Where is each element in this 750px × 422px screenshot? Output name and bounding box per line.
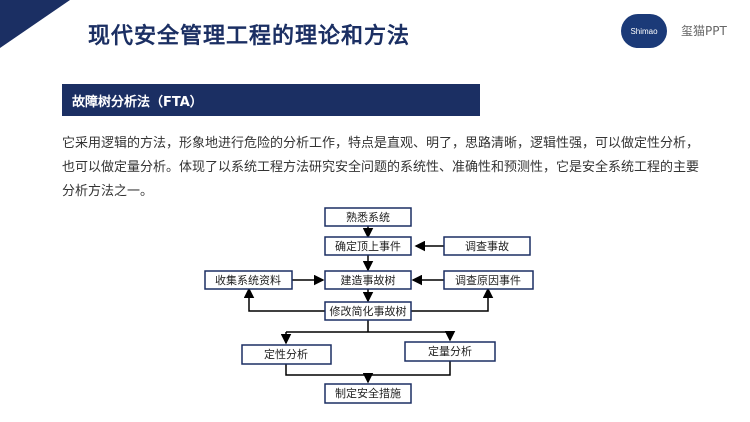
node-investigate-cause: 调查原因事件 [443, 270, 534, 290]
node-collect-data-label: 收集系统资料 [215, 273, 281, 287]
node-top-event-label: 确定顶上事件 [335, 239, 401, 253]
node-quantitative: 定量分析 [404, 341, 496, 362]
node-measures-label: 制定安全措施 [335, 386, 401, 400]
node-simplify: 修改简化事故树 [324, 301, 412, 321]
node-build-tree: 建造事故树 [324, 270, 412, 290]
node-qualitative: 定性分析 [241, 344, 332, 365]
section-header: 故障树分析法（FTA） [62, 84, 480, 116]
section-title: 故障树分析法（FTA） [72, 94, 203, 110]
node-collect-data: 收集系统资料 [204, 270, 293, 290]
node-qualitative-label: 定性分析 [264, 347, 308, 361]
node-familiarize-label: 熟悉系统 [346, 210, 390, 224]
node-measures: 制定安全措施 [324, 383, 412, 404]
brand-logo: Shimao [621, 14, 667, 48]
description-paragraph: 它采用逻辑的方法，形象地进行危险的分析工作，特点是直观、明了，思路清晰，逻辑性强… [62, 136, 700, 199]
feedback-left [243, 287, 325, 312]
node-investigate-cause-label: 调查原因事件 [455, 273, 521, 287]
brand-name: 玺猫PPT [681, 24, 727, 38]
node-investigate-accident: 调查事故 [443, 236, 531, 256]
page-title: 现代安全管理工程的理论和方法 [88, 24, 411, 49]
feedback-right [411, 287, 494, 312]
node-investigate-accident-label: 调查事故 [465, 239, 509, 253]
node-top-event: 确定顶上事件 [324, 236, 412, 256]
node-build-tree-label: 建造事故树 [341, 273, 396, 287]
node-simplify-label: 修改简化事故树 [330, 304, 407, 318]
corner-decoration [0, 0, 70, 48]
node-quantitative-label: 定量分析 [428, 344, 472, 358]
node-familiarize: 熟悉系统 [324, 207, 412, 227]
